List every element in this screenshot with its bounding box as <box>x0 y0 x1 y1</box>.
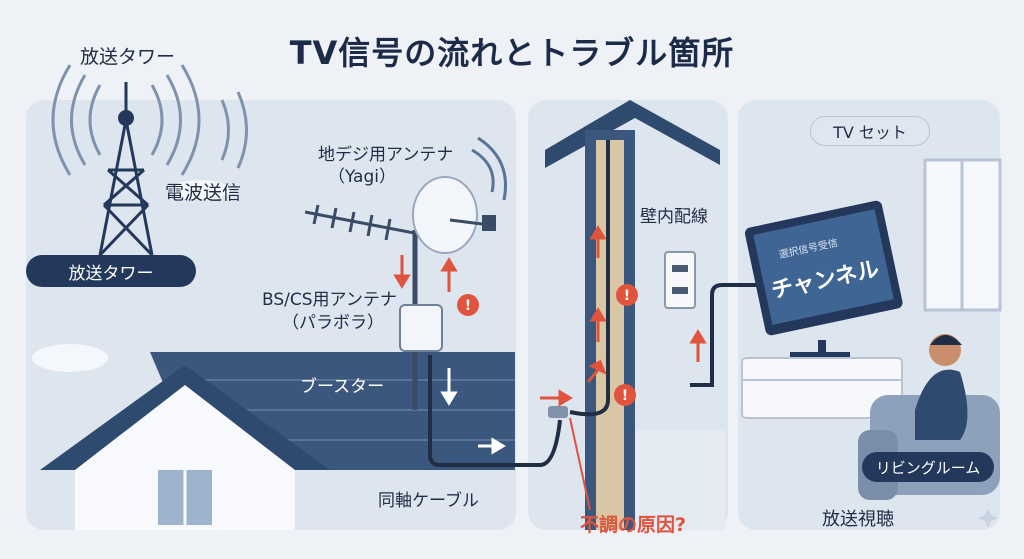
bs-antenna-label: BS/CS用アンテナ <box>262 290 397 310</box>
radio-waves <box>51 64 248 176</box>
living-room-label: リビングルーム <box>862 452 994 482</box>
floor <box>635 430 725 530</box>
wave-tx-label: 電波送信 <box>165 182 242 204</box>
signal-arrows <box>393 255 458 292</box>
alert-icon <box>614 384 636 406</box>
alert-icon <box>616 284 638 306</box>
dish-waves <box>471 136 507 201</box>
fault-cause-label: 不調の原因? <box>580 514 687 536</box>
wall-wiring-label: 壁内配線 <box>640 207 708 227</box>
broadcast-tower <box>98 82 154 257</box>
coax-connector <box>548 406 568 418</box>
tower-label: 放送タワー <box>80 46 176 68</box>
coax-cable <box>428 355 562 467</box>
svg-text:!: ! <box>465 298 471 314</box>
wall-outlet <box>664 251 696 309</box>
svg-text:!: ! <box>622 388 628 404</box>
tower-pill: 放送タワー <box>26 255 196 287</box>
bs-antenna-type: （パラボラ） <box>282 313 384 333</box>
tv-cable <box>690 283 760 387</box>
cloud <box>170 180 230 200</box>
wall-cable <box>569 140 610 417</box>
page-title: TV信号の流れとトラブル箇所 <box>289 34 735 72</box>
viewing-label: 放送視聴 <box>822 509 894 530</box>
wall-roofline <box>545 100 720 168</box>
parabola-dish <box>412 176 478 254</box>
digital-antenna-type: （Yagi） <box>328 167 396 187</box>
cloud <box>32 344 108 372</box>
lnb <box>482 215 496 231</box>
fault-pointer <box>569 417 591 511</box>
tower-beacon <box>118 110 134 126</box>
person <box>915 369 968 440</box>
tv-set <box>744 200 903 336</box>
svg-text:!: ! <box>624 288 630 304</box>
sparkle-icon <box>978 508 998 528</box>
tv-stand <box>741 357 903 419</box>
coax-label: 同軸ケーブル <box>378 491 479 511</box>
booster-box <box>399 304 443 352</box>
tv-set-label: TV セット <box>810 116 930 146</box>
digital-antenna-label: 地デジ用アンテナ <box>318 145 454 165</box>
booster-label: ブースター <box>300 377 385 397</box>
gable-wall <box>75 385 295 470</box>
alert-icon <box>457 294 479 316</box>
